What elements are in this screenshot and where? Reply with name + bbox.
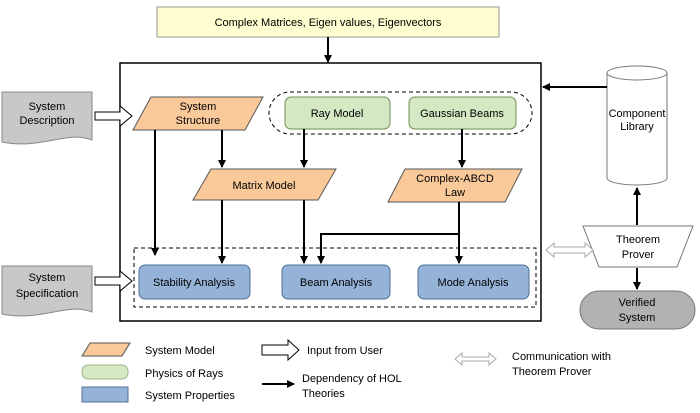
legend-system-model-swatch (81, 342, 131, 357)
mode-analysis-node: Mode Analysis (417, 264, 530, 300)
verified-system-line1: Verified (619, 297, 656, 309)
matrix-model-label: Matrix Model (233, 180, 296, 192)
ray-model-node: Ray Model (284, 96, 391, 130)
gaussian-beams-node: Gaussian Beams (408, 96, 517, 130)
legend-communication-line2: Theorem Prover (512, 366, 592, 378)
legend-dependency-line2: Theories (302, 388, 345, 400)
main-frame (119, 62, 542, 322)
complex-matrices-box: Complex Matrices, Eigen values, Eigenvec… (156, 6, 500, 38)
system-description-line2: Description (19, 115, 74, 127)
complex-abcd-line1: Complex-ABCD (416, 173, 494, 185)
system-structure-line2: Structure (176, 115, 221, 127)
system-specification-doc: System Specification (1, 265, 93, 317)
beam-analysis-node: Beam Analysis (281, 264, 391, 300)
legend: System Model Physics of Rays System Prop… (81, 338, 611, 403)
system-structure-line1: System (180, 101, 217, 113)
component-library-line2: Library (620, 121, 654, 133)
gaussian-beams-label: Gaussian Beams (420, 108, 504, 120)
legend-properties-label: System Properties (145, 390, 235, 402)
theorem-prover-node: Theorem Prover (582, 225, 694, 268)
legend-properties-swatch (81, 386, 129, 403)
legend-physics-label: Physics of Rays (145, 368, 224, 380)
verified-system-line2: System (619, 312, 656, 324)
ray-model-label: Ray Model (311, 108, 364, 120)
complex-matrices-label: Complex Matrices, Eigen values, Eigenvec… (215, 17, 442, 29)
component-library-cylinder: Component Library (606, 65, 668, 186)
physics-group (268, 91, 533, 135)
verified-system-node: Verified System (579, 290, 696, 330)
analysis-group (133, 247, 537, 308)
input-arrow-description (94, 104, 133, 128)
system-specification-line2: Specification (16, 288, 78, 300)
legend-input-label: Input from User (307, 345, 383, 357)
stability-analysis-node: Stability Analysis (138, 264, 251, 300)
complex-abcd-line2: Law (445, 187, 465, 199)
beam-analysis-label: Beam Analysis (300, 277, 373, 289)
theorem-prover-line1: Theorem (616, 234, 660, 246)
input-arrow-specification (94, 269, 133, 293)
communication-arrow (545, 241, 594, 259)
legend-dependency-line1: Dependency of HOL (302, 373, 402, 385)
system-description-line1: System (29, 101, 66, 113)
legend-system-model-label: System Model (145, 345, 215, 357)
stability-analysis-label: Stability Analysis (153, 277, 235, 289)
legend-communication-line1: Communication with (512, 351, 611, 363)
arrow-abcd-to-beam (317, 233, 459, 264)
legend-communication-arrow (454, 351, 497, 367)
complex-abcd-node: Complex-ABCD Law (387, 168, 523, 203)
matrix-model-node: Matrix Model (192, 168, 337, 201)
component-library-line1: Component (609, 108, 666, 120)
legend-physics-swatch (81, 364, 129, 380)
theorem-prover-line2: Prover (622, 249, 655, 261)
system-specification-line1: System (29, 272, 66, 284)
system-structure-node: System Structure (132, 96, 264, 131)
system-description-doc: System Description (1, 91, 93, 145)
mode-analysis-label: Mode Analysis (438, 277, 509, 289)
legend-input-arrow (261, 338, 300, 362)
